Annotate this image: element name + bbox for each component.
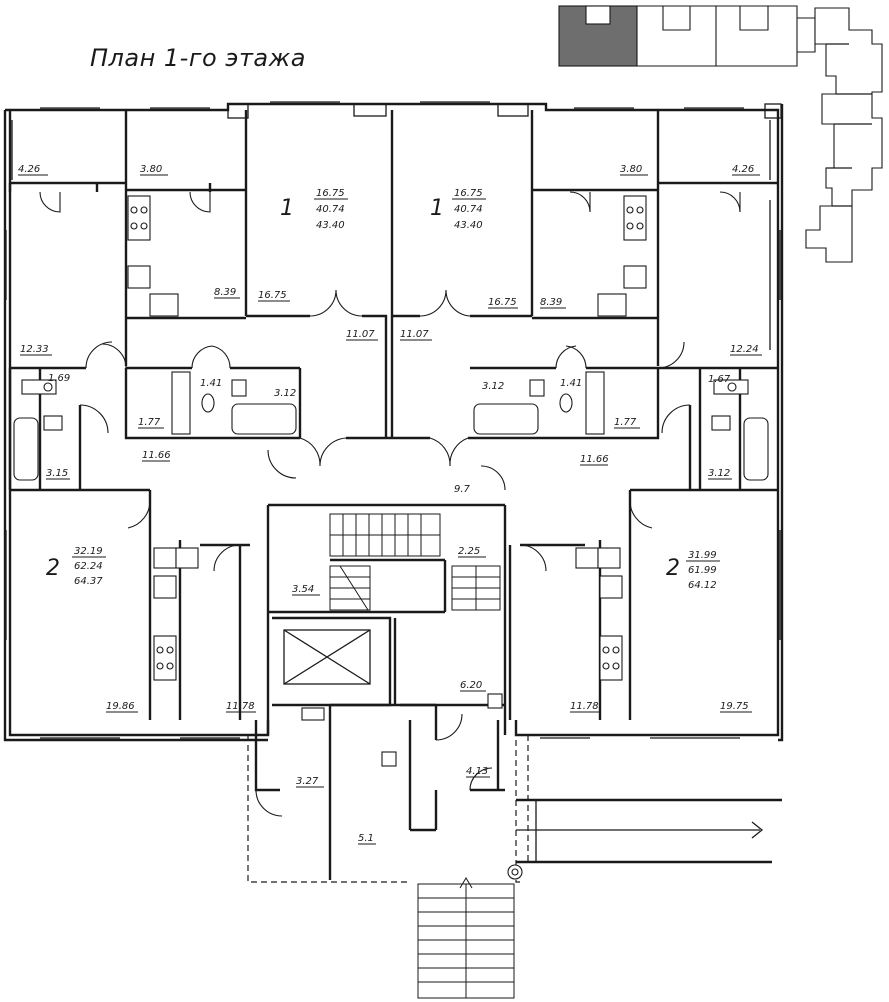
apt-total-balcony-area: 64.37 [74,576,103,587]
apartment-label-left-2: 2 32.19 62.24 64.37 [46,546,106,587]
apt-total-balcony-area: 43.40 [454,220,483,231]
apt-living-area: 32.19 [74,546,103,557]
sink-left-top [127,265,151,289]
fixtures [13,195,769,880]
apt-total-balcony-area: 64.12 [688,580,717,591]
apt-rooms-count: 1 [430,196,444,221]
apt-living-area: 31.99 [688,550,717,561]
apartment-label-right-1: 1 16.75 40.74 43.40 [430,188,486,231]
room-area: 8.39 [214,287,236,298]
key-plan-wing-section [805,7,883,263]
stove-right-top [623,195,647,241]
apt-living-area: 16.75 [454,188,483,199]
room-area: 3.80 [620,164,642,175]
room-area: 3.80 [140,164,162,175]
porch-outline [247,735,529,883]
room-area: 3.12 [274,388,296,399]
apartment-label-right-2: 2 31.99 61.99 64.12 [666,550,720,591]
room-area: 11.78 [570,701,599,712]
room-area: 4.13 [466,766,488,777]
outer-walls [3,102,784,742]
stove-left-bottom [153,635,177,681]
apt-total-area: 40.74 [316,204,345,215]
stove-left-top [127,195,151,241]
ramp [516,798,782,864]
room-area-underlines [18,174,762,845]
key-plan-partitions [826,43,872,207]
plan-title: План 1-го этажа [90,44,306,72]
doors [39,191,741,817]
apt-rooms-count: 2 [666,556,680,581]
room-area: 6.20 [460,680,482,691]
room-area: 9.7 [454,484,471,495]
apt-rooms-count: 2 [46,556,60,581]
room-area: 3.12 [482,381,504,392]
room-area: 8.39 [540,297,562,308]
elevator [283,629,371,685]
room-area: 11.66 [142,450,171,461]
room-area: 3.54 [292,584,314,595]
toilet-right [559,393,573,413]
bathtub-left [231,403,297,435]
room-area: 11.07 [346,329,375,340]
sink-right-bottom [599,575,623,599]
stove-right-bottom [599,635,623,681]
room-area: 5.1 [358,833,374,844]
room-area: 2.25 [458,546,480,557]
room-area: 1.77 [138,417,161,428]
room-area: 3.27 [296,776,319,787]
sink-left-bottom [153,575,177,599]
stairs [329,513,515,999]
apt-living-area: 16.75 [316,188,345,199]
room-area: 19.86 [106,701,135,712]
room-area: 11.07 [400,329,429,340]
room-area: 16.75 [488,297,517,308]
room-area: 16.75 [258,290,287,301]
room-area: 12.33 [20,344,49,355]
room-area: 1.69 [48,373,70,384]
bathtub-left-side [13,417,39,481]
windows [5,101,781,739]
apt-rooms-count: 1 [280,196,294,221]
apartment-label-left-1: 1 16.75 40.74 43.40 [280,188,348,231]
room-area: 1.41 [200,378,222,389]
apt-total-area: 40.74 [454,204,483,215]
bathtub-right [473,403,539,435]
key-plan-stair-block [585,5,611,25]
room-area: 11.78 [226,701,255,712]
interior-walls [8,110,778,880]
room-area: 11.66 [580,454,609,465]
room-area: 1.67 [708,374,731,385]
apt-total-area: 61.99 [688,565,717,576]
key-plan-building-section [636,5,816,67]
room-area: 3.12 [708,468,730,479]
room-area: 4.26 [18,164,40,175]
room-area: 1.41 [560,378,582,389]
bathtub-right-side [743,417,769,481]
room-area: 12.24 [730,344,759,355]
key-plan [558,5,883,263]
room-area: 4.26 [732,164,754,175]
sink-right-top [623,265,647,289]
room-area: 1.77 [614,417,637,428]
room-area: 3.15 [46,468,68,479]
toilet-left [201,393,215,413]
apt-total-balcony-area: 43.40 [316,220,345,231]
room-area: 19.75 [720,701,749,712]
room-area-labels: 4.26 3.80 3.80 4.26 8.39 16.75 16.75 8.3… [18,164,759,844]
apt-total-area: 62.24 [74,561,103,572]
